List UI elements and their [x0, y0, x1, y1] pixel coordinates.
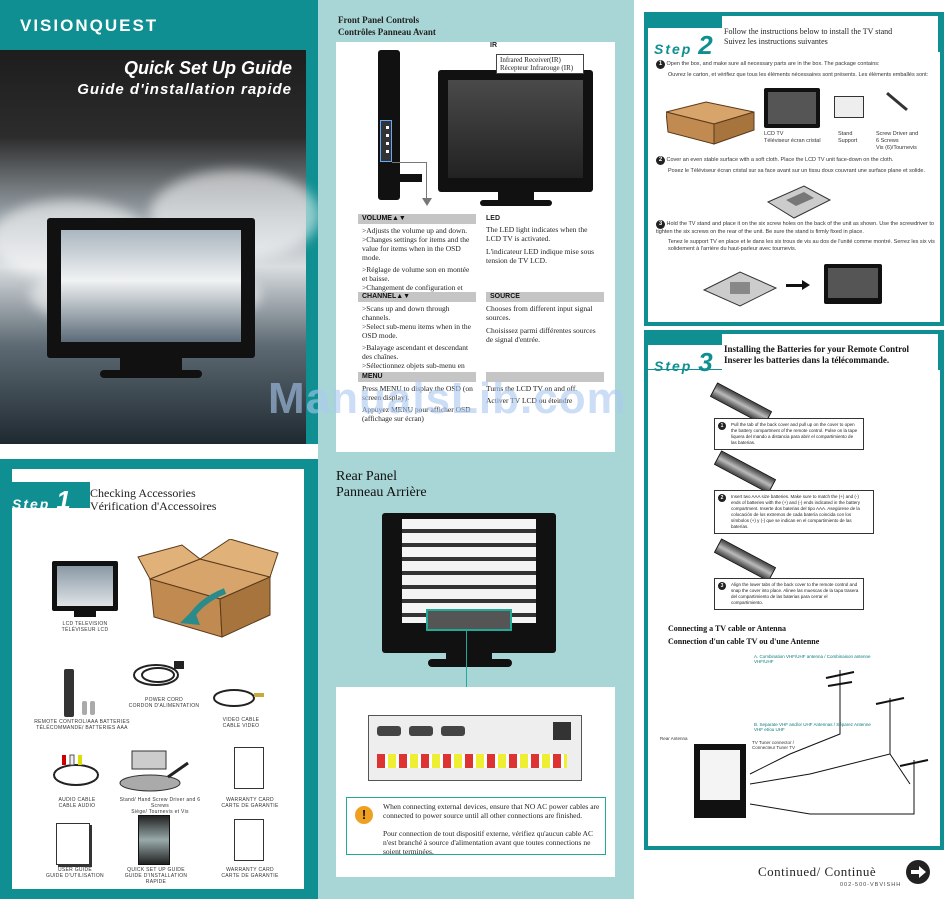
tv-rear-view — [382, 513, 556, 653]
front-panel-section: IR Infrared Receiver(IR)Récepteur Infrar… — [336, 42, 615, 452]
step2-tv-image — [764, 88, 820, 128]
step2-box-image — [666, 101, 755, 145]
source-block: SOURCE Chooses from different input sign… — [486, 292, 604, 344]
cover-title-en: Quick Set Up Guide — [123, 58, 292, 78]
user-guide-image — [56, 823, 90, 865]
volume-block: VOLUME▲▼ >Adjusts the volume up and down… — [358, 214, 476, 301]
power-cord-image — [133, 661, 184, 686]
battery-step-1: 1 Pull the tab of the back cover and pul… — [714, 418, 864, 450]
antenna-a-label: A. Combination VHF/UHF antenna / Combina… — [754, 654, 871, 664]
battery-step-2: 2 Insert two AAA size batteries. Make su… — [714, 490, 874, 534]
ir-label: IR — [490, 42, 497, 49]
step2-title: Follow the instructions below to install… — [724, 27, 893, 46]
connector-panel — [368, 715, 582, 781]
step2-instruction-2: 2 Cover an even stable surface with a so… — [656, 156, 938, 175]
cover-title-fr: Guide d'installation rapide — [77, 81, 292, 98]
step1-badge: Step 1 — [12, 485, 73, 515]
tv-front-view — [438, 70, 593, 192]
quick-guide-image — [138, 815, 170, 865]
step2-stand-image — [834, 96, 864, 118]
step2-final-tv-image — [824, 264, 882, 304]
step2-instruction-1: 1 Open the box, and make sure all necess… — [656, 60, 938, 79]
audio-cable-image — [53, 754, 99, 786]
tv-tuner-label: TV Tuner connector / Connecteur Tuner TV — [752, 740, 795, 750]
antenna-diagram — [694, 670, 929, 818]
warranty-card-image — [234, 747, 264, 789]
step2-attach-image — [702, 271, 778, 307]
rear-detail-panel: ! When connecting external devices, ensu… — [336, 687, 615, 877]
warranty-card-image-2 — [234, 819, 264, 861]
cover-tv-image — [47, 218, 255, 358]
step2-arrow-icon — [786, 284, 804, 287]
remote-control-image — [64, 669, 74, 717]
channel-block: CHANNEL▲▼ >Scans up and down through cha… — [358, 292, 476, 379]
step3-badge: Step 3 — [648, 345, 724, 377]
document-code: 002-500-VBVISHH — [840, 882, 902, 888]
step2-instruction-3: 3 Hold the TV stand and place it on the … — [656, 220, 935, 252]
menu-block: MENU Press MENU to display the OSD (on s… — [358, 372, 476, 423]
next-arrow-icon[interactable] — [906, 860, 930, 884]
watermark: ManualsLib.com — [268, 374, 627, 423]
warning-icon: ! — [355, 806, 373, 824]
step2-badge: Step 2 — [648, 28, 724, 60]
video-cable-image — [213, 689, 264, 707]
led-block: LED The LED light indicates when the LCD… — [486, 215, 594, 265]
cover-panel: VISIONQUEST Quick Set Up Guide Guide d'i… — [0, 0, 318, 444]
brand-logo: VISIONQUEST — [20, 16, 159, 35]
left-column: VISIONQUEST Quick Set Up Guide Guide d'i… — [0, 0, 318, 899]
accessory-tv-image — [52, 561, 118, 611]
open-box-image — [137, 539, 279, 638]
ir-callout: Infrared Receiver(IR)Récepteur Infraroug… — [496, 54, 584, 74]
step3-title: Installing the Batteries for your Remote… — [724, 344, 909, 365]
rear-antenna-label: Rear Antenna — [660, 736, 688, 741]
antenna-b-label: B. Separate VHF and/or UHF Antennas / Sé… — [754, 722, 871, 732]
power-block: Turns the LCD TV on and off. Activer TV … — [486, 372, 604, 405]
step2-facedown-image — [766, 185, 832, 219]
stand-image — [119, 750, 189, 792]
continued-label: Continued/ Continuè — [758, 864, 877, 879]
battery-step-3: 3 Align the lower tabs of the back cover… — [714, 578, 864, 610]
warning-box: ! When connecting external devices, ensu… — [346, 797, 606, 856]
right-column: Step 2 Follow the instructions below to … — [634, 0, 950, 899]
